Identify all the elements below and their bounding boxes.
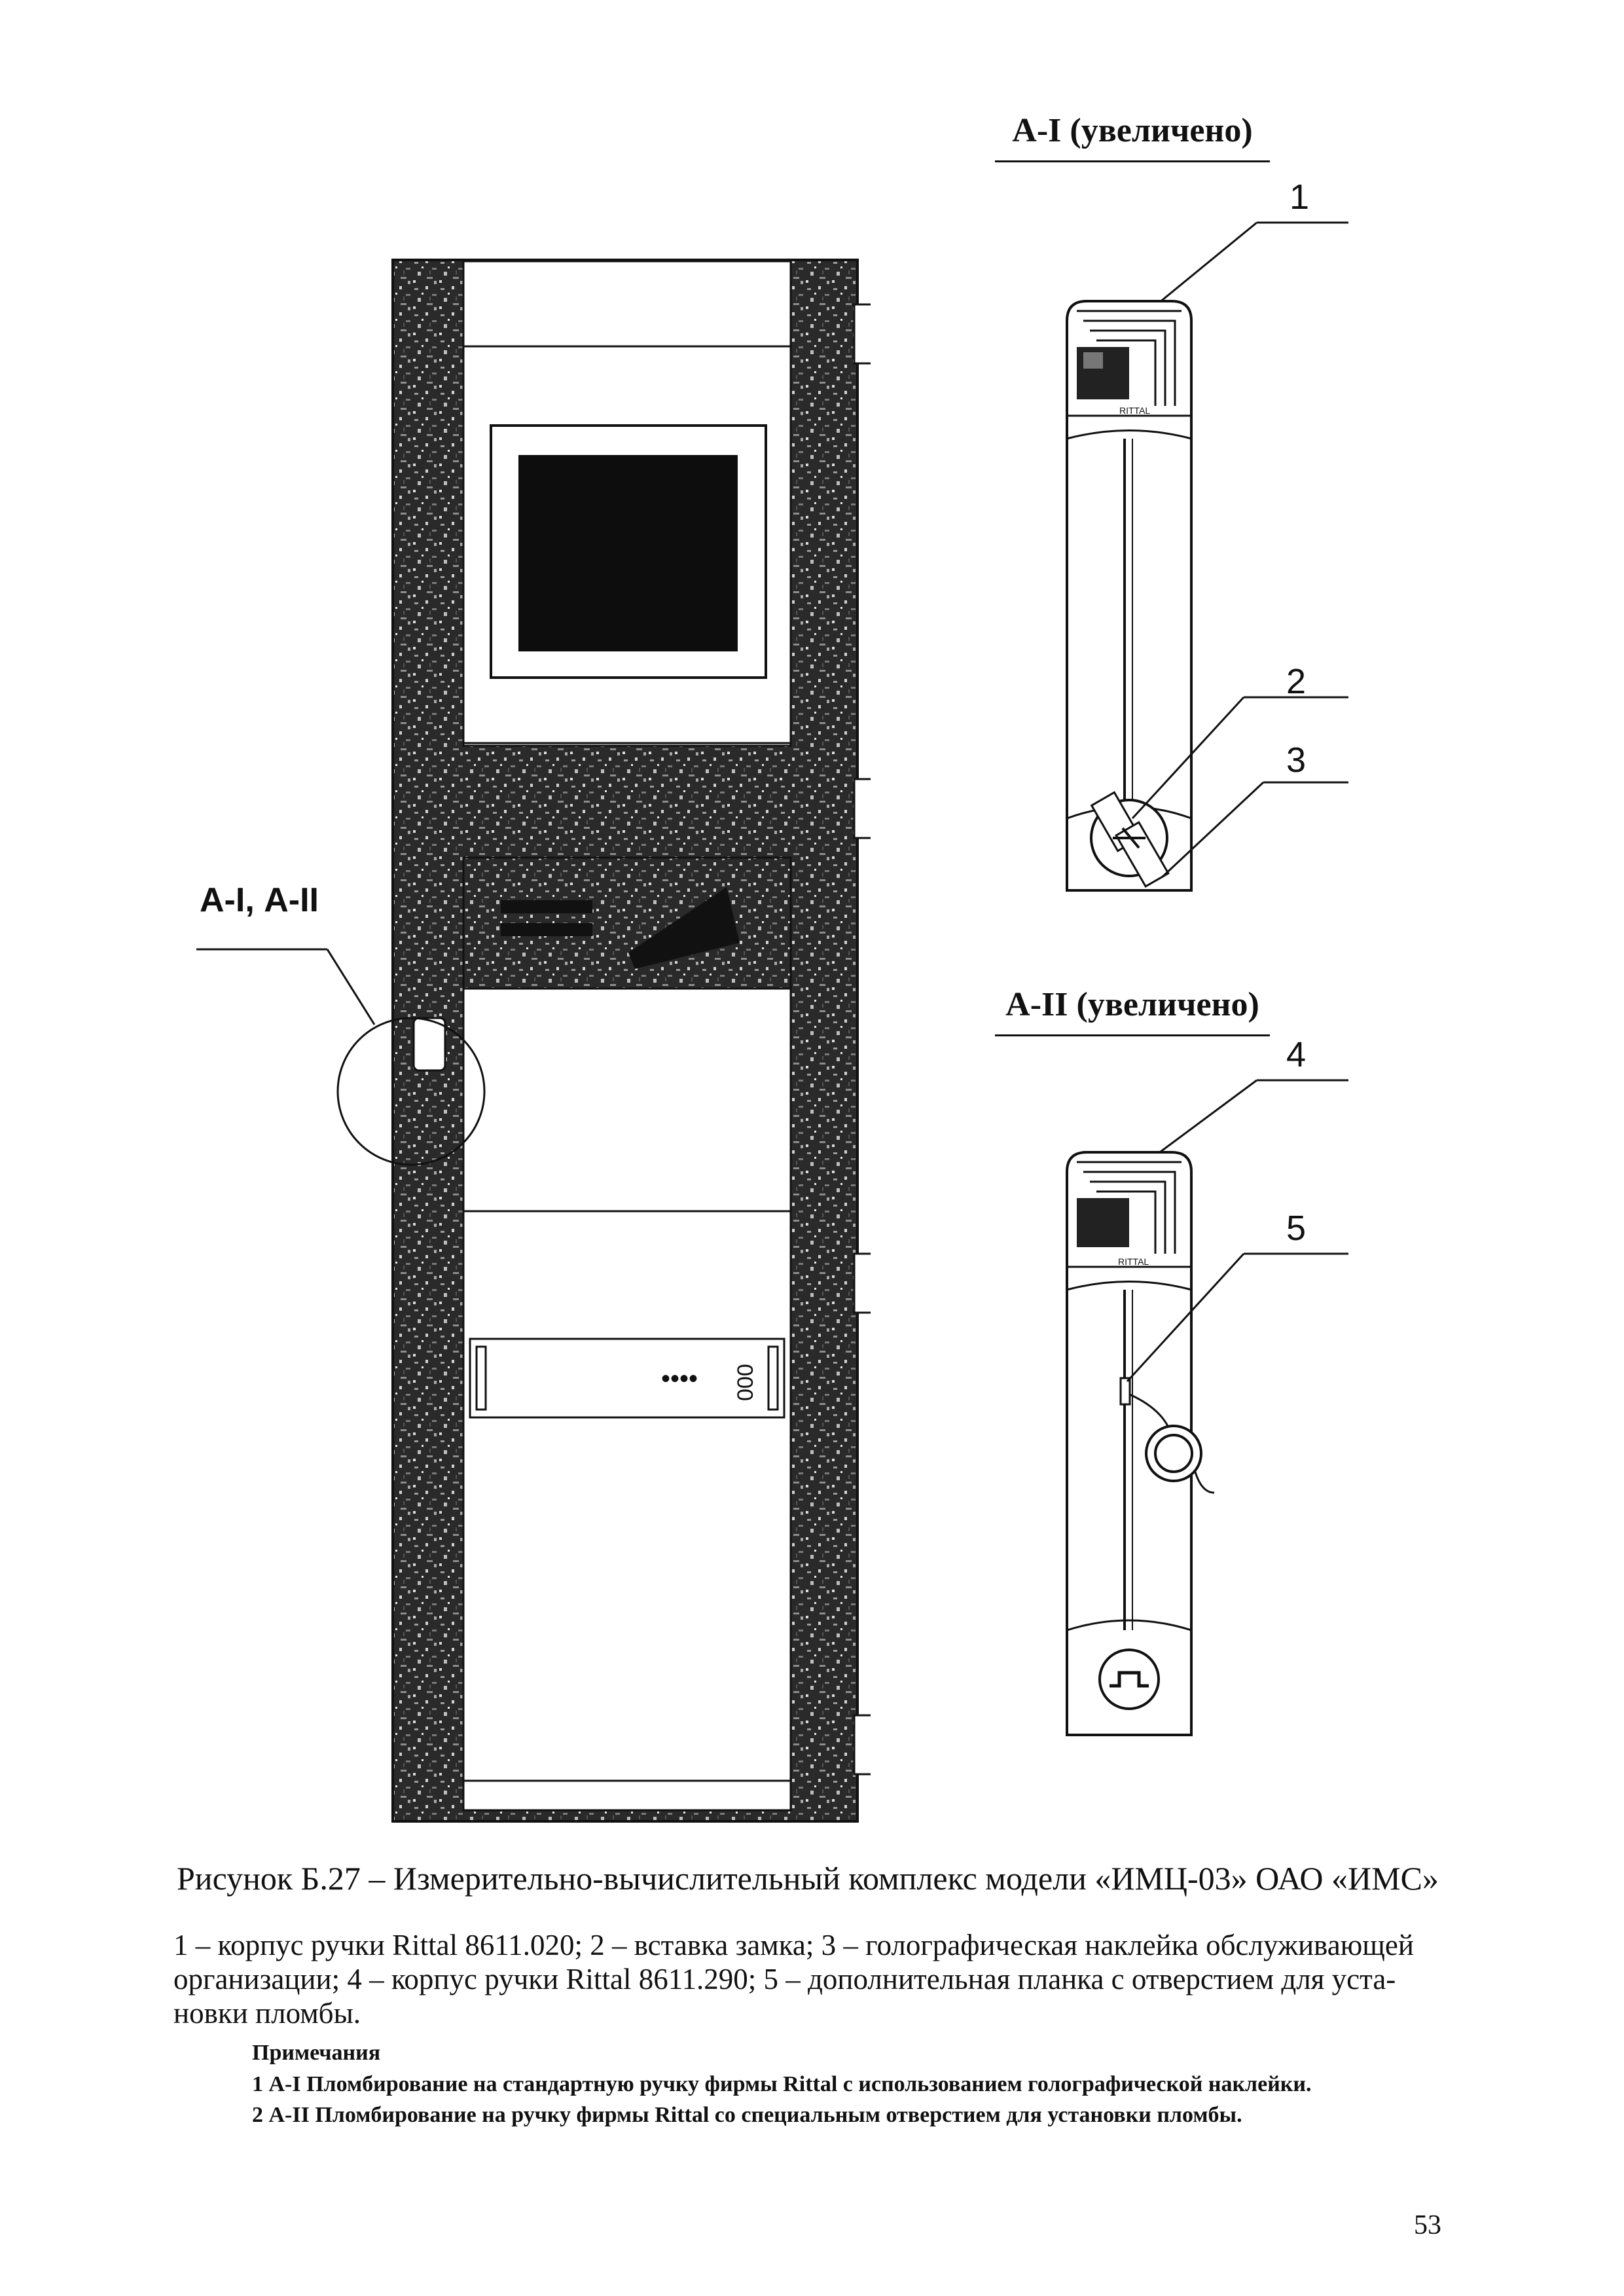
view-a1-underline <box>995 160 1270 162</box>
door-handle <box>412 1017 446 1072</box>
handle-a2-drawing: RITTAL <box>1066 1079 1348 1736</box>
svg-text:RITTAL: RITTAL <box>1118 1256 1149 1267</box>
figure-caption: Рисунок Б.27 – Измерительно-вычислительн… <box>177 1860 1439 1897</box>
monitor-screen <box>518 455 738 651</box>
handle-a1-drawing: RITTAL <box>1066 221 1348 892</box>
detail-marker <box>196 948 486 1166</box>
callout-5: 5 <box>1286 1209 1307 1248</box>
note-2: 2 А-II Пломбирование на ручку фирмы Ritt… <box>252 2103 1242 2127</box>
view-a1-title: А-I (увеличено) <box>1012 112 1253 149</box>
equipment-unit <box>469 1338 785 1419</box>
legend-line-2: организации; 4 – корпус ручки Rittal 861… <box>173 1963 1396 1995</box>
top-panel <box>462 260 792 348</box>
callout-1: 1 <box>1290 177 1310 217</box>
note-1: 1 А-I Пломбирование на стандартную ручку… <box>252 2072 1312 2096</box>
callout-3: 3 <box>1286 740 1307 780</box>
lower-panel <box>462 1210 792 1782</box>
svg-text:000: 000 <box>733 1364 758 1401</box>
svg-text:RITTAL: RITTAL <box>1119 405 1150 416</box>
hinge <box>853 303 871 1776</box>
middle-panel <box>462 987 792 1212</box>
view-a2-title: А-II (увеличено) <box>1005 986 1259 1023</box>
notes-title: Примечания <box>252 2041 381 2065</box>
page-number: 53 <box>1414 2210 1441 2240</box>
callout-2: 2 <box>1286 662 1307 701</box>
unit-indicator: •••• <box>661 1364 698 1393</box>
legend-line-3: новки пломбы. <box>173 1997 361 2030</box>
cabinet-detail-label: А-I, А-II <box>200 881 319 919</box>
view-a2-underline <box>995 1034 1270 1036</box>
callout-4: 4 <box>1286 1035 1307 1074</box>
figure-legend: 1 – корпус ручки Rittal 8611.020; 2 – вс… <box>173 1928 1450 2030</box>
legend-line-1: 1 – корпус ручки Rittal 8611.020; 2 – вс… <box>173 1929 1414 1961</box>
cabinet-drawing: •••• 000 <box>391 259 871 1823</box>
